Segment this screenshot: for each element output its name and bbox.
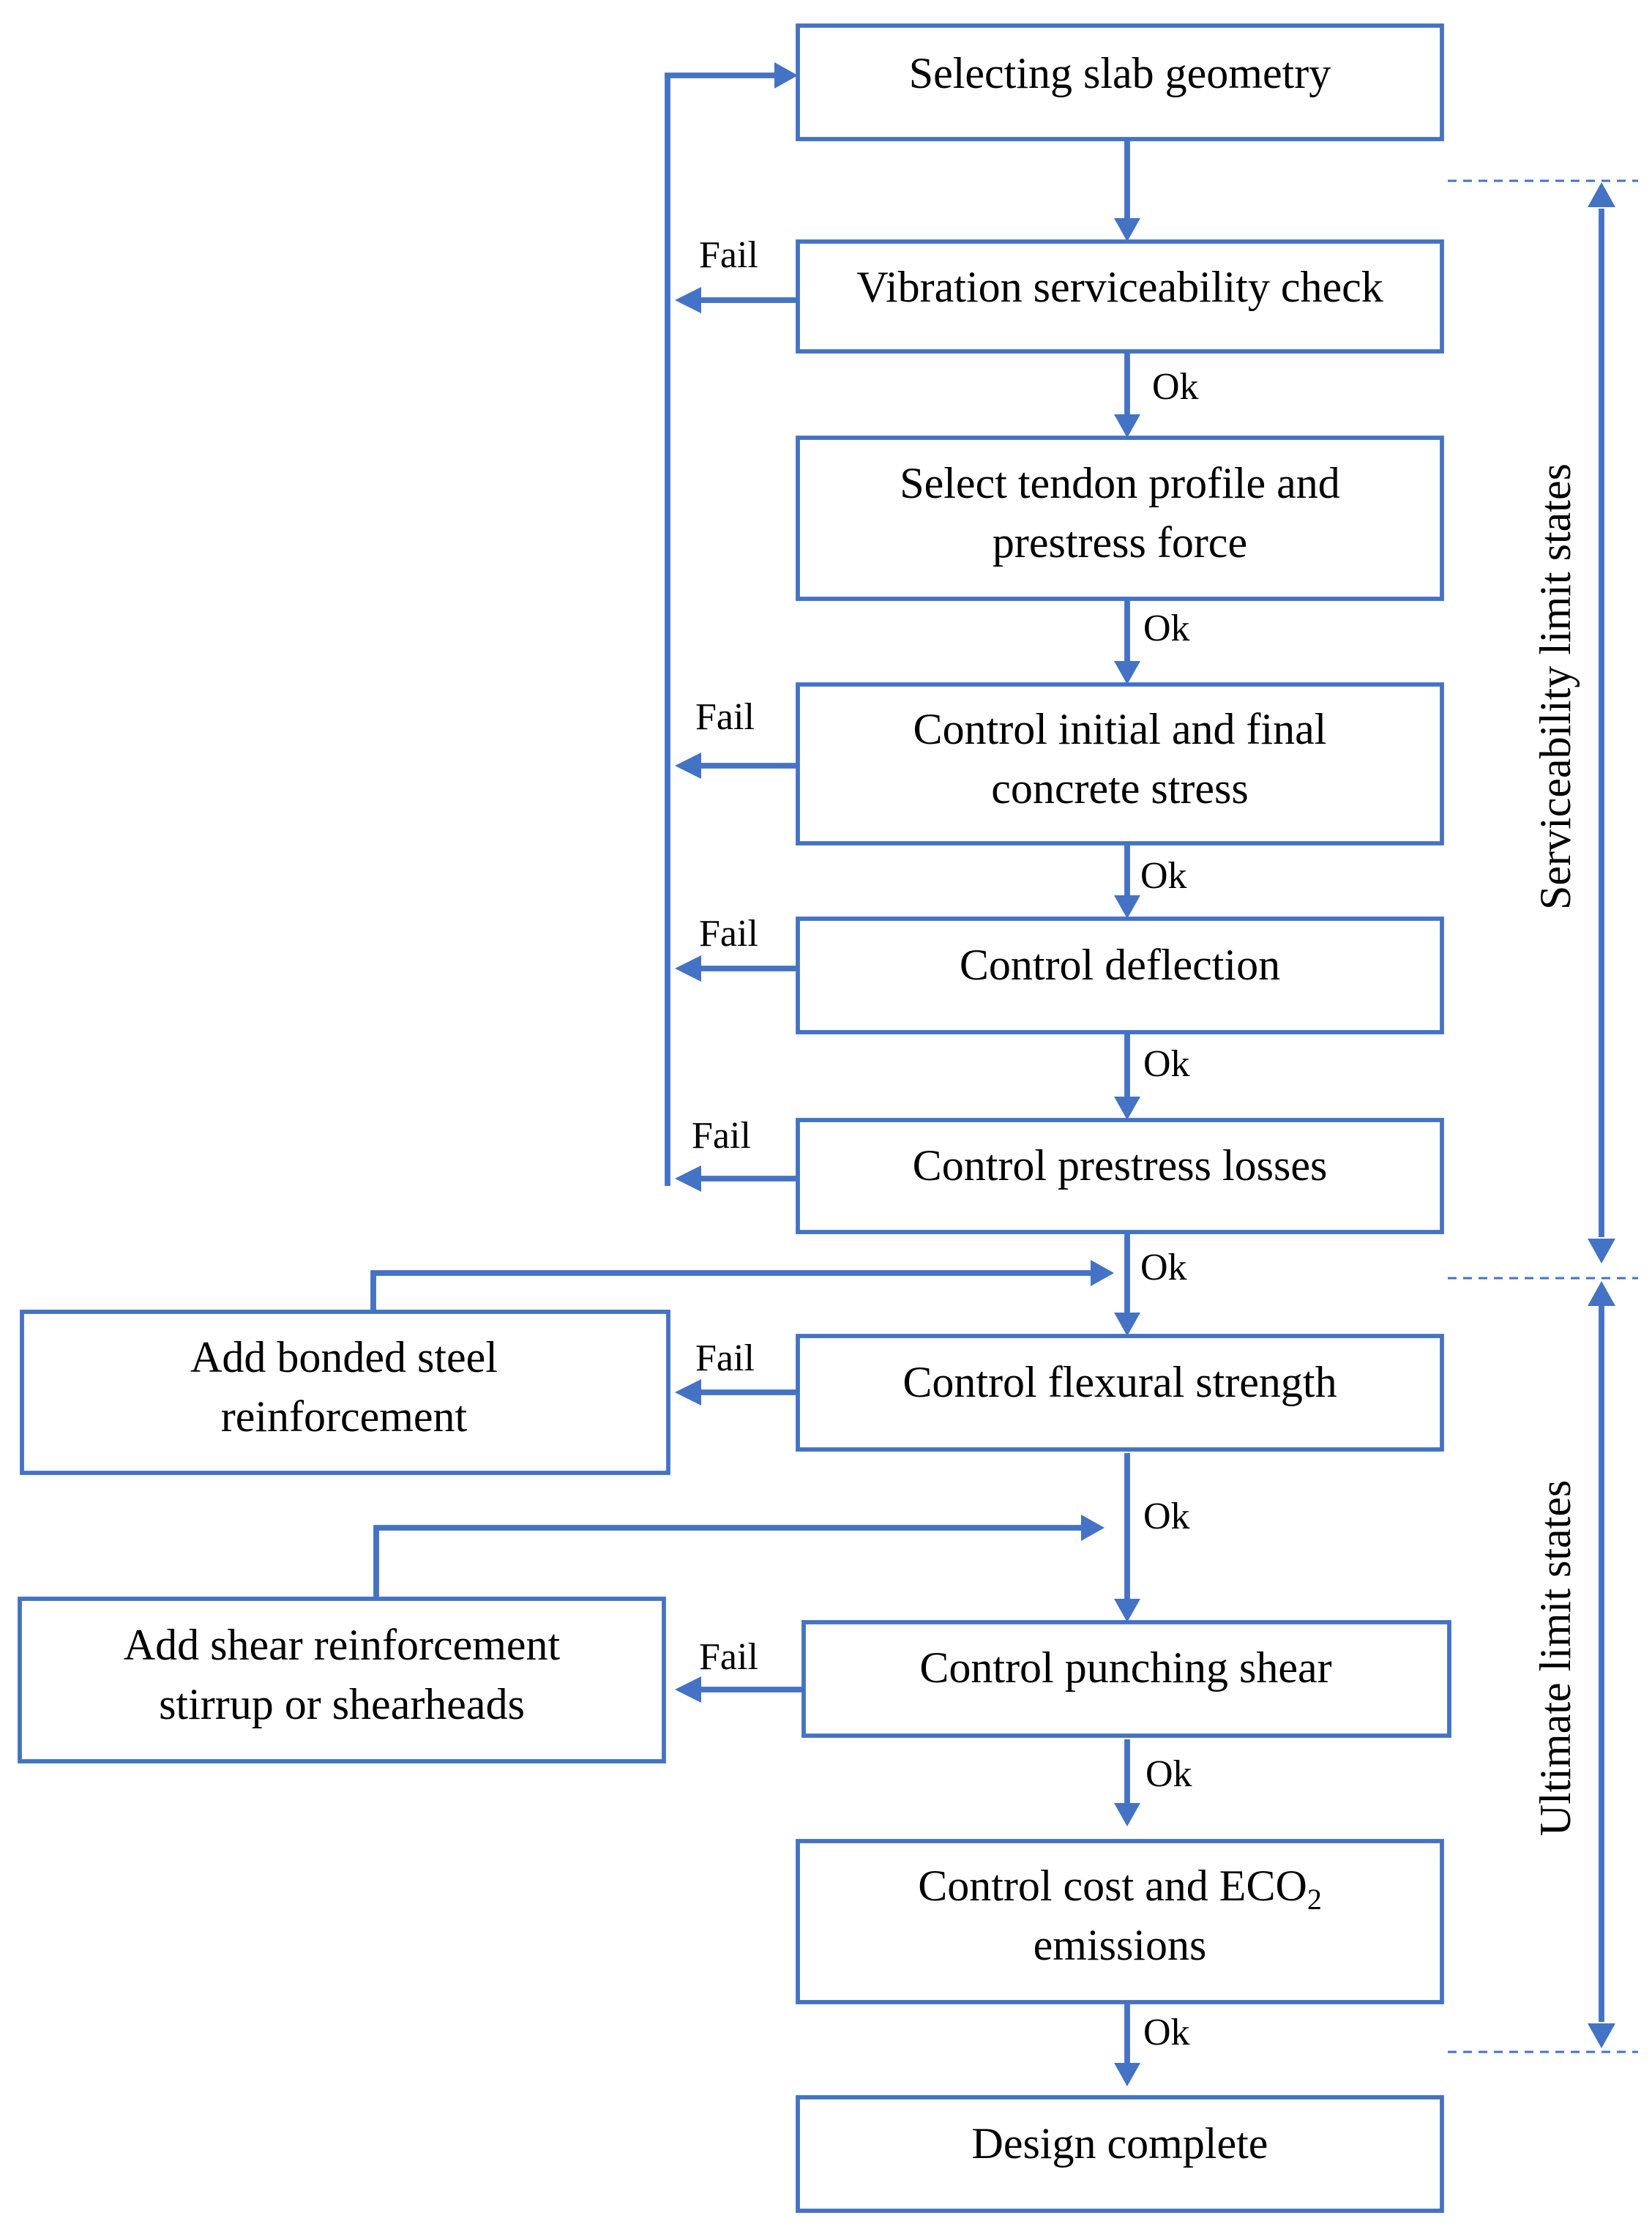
serviceability-limit-states-label: Serviceability limit states	[1531, 463, 1580, 910]
label-control-punching-shear: Control punching shear	[919, 1643, 1331, 1692]
label-cost-line2: emissions	[1034, 1921, 1207, 1969]
arrowhead-left-losses-fail	[675, 1165, 701, 1192]
label-bonded-line1: Add bonded steel	[190, 1333, 498, 1381]
arrowhead-down-losses	[1114, 1097, 1140, 1120]
ok-label-7: Ok	[1145, 1753, 1192, 1795]
ok-label-4: Ok	[1143, 1043, 1190, 1085]
node-vibration-serviceability-check	[796, 239, 1444, 354]
arrowhead-left-stress-fail	[675, 753, 701, 779]
arrowhead-left-punching-fail	[675, 1676, 701, 1703]
arrowhead-down-complete	[1114, 2063, 1140, 2086]
label-design-complete: Design complete	[972, 2119, 1268, 2168]
node-design-complete	[796, 2095, 1444, 2213]
arrowhead-right-shear-return	[1081, 1515, 1105, 1541]
region-labels: Serviceability limit states Ultimate lim…	[1531, 463, 1580, 1836]
arrowhead-ultimate-top	[1588, 1281, 1615, 1306]
node-control-flexural-strength	[796, 1334, 1444, 1452]
ok-label-1: Ok	[1152, 366, 1199, 408]
label-cost-line1: Control cost and ECO2	[918, 1862, 1322, 1916]
ultimate-limit-states-label: Ultimate limit states	[1531, 1480, 1580, 1837]
ok-label-5: Ok	[1140, 1247, 1187, 1288]
arrowhead-down-punching	[1114, 1599, 1140, 1622]
fail-label-stress: Fail	[695, 696, 755, 738]
fail-label-flexural: Fail	[695, 1337, 755, 1379]
connectors	[370, 72, 1638, 2064]
arrowhead-serviceability-top	[1588, 182, 1615, 207]
label-stress-line1: Control initial and final	[913, 705, 1327, 753]
node-control-cost-eco2	[796, 1839, 1444, 2004]
label-tendon-line2: prestress force	[993, 518, 1247, 567]
arrowhead-down-stress	[1114, 661, 1140, 684]
return-bonded-steel	[370, 1270, 1093, 1312]
node-add-shear-reinforcement	[18, 1597, 666, 1763]
arrowhead-serviceability-bottom	[1588, 1239, 1615, 1264]
arrowhead-down-deflection	[1114, 895, 1140, 919]
arrowhead-left-deflection-fail	[675, 955, 701, 982]
label-shear-line2: stirrup or shearheads	[159, 1680, 525, 1728]
label-selecting-slab-geometry: Selecting slab geometry	[909, 49, 1331, 97]
arrowheads	[675, 62, 1615, 2086]
arrowhead-down-tendon	[1114, 414, 1140, 438]
label-stress-line2: concrete stress	[991, 764, 1249, 813]
fail-label-vibration: Fail	[699, 234, 758, 276]
edge-labels: Ok Ok Ok Ok Ok Ok Ok Ok Fail Fail Fail F…	[692, 234, 1199, 2053]
node-control-prestress-losses	[796, 1118, 1444, 1234]
ok-label-6: Ok	[1143, 1496, 1190, 1537]
node-add-bonded-steel	[20, 1310, 670, 1475]
label-vibration-serviceability-check: Vibration serviceability check	[856, 263, 1383, 311]
node-selecting-slab-geometry	[796, 23, 1444, 141]
label-control-flexural-strength: Control flexural strength	[902, 1358, 1337, 1406]
label-bonded-line2: reinforcement	[221, 1392, 468, 1441]
arrowhead-left-flexural-fail	[675, 1379, 701, 1406]
label-tendon-line1: Select tendon profile and	[900, 459, 1339, 507]
label-control-deflection: Control deflection	[960, 941, 1280, 989]
ok-label-3: Ok	[1140, 855, 1187, 897]
fail-label-deflection: Fail	[699, 913, 758, 955]
ok-label-8: Ok	[1143, 2012, 1190, 2053]
arrowhead-ultimate-bottom	[1588, 2023, 1615, 2048]
label-cost-main: Control cost and ECO	[918, 1862, 1307, 1910]
label-control-prestress-losses: Control prestress losses	[913, 1141, 1328, 1190]
node-control-concrete-stress	[796, 682, 1444, 846]
arrowhead-right-bonded-return	[1091, 1260, 1114, 1286]
fail-label-losses: Fail	[692, 1115, 751, 1157]
arrowhead-down-cost	[1114, 1803, 1140, 1826]
node-control-punching-shear	[801, 1620, 1451, 1738]
node-control-deflection	[796, 917, 1444, 1034]
fail-label-punching: Fail	[699, 1636, 758, 1678]
arrowhead-down-vibration	[1114, 218, 1140, 242]
label-cost-subscript: 2	[1307, 1883, 1322, 1916]
boxes	[18, 23, 1451, 2213]
ok-label-2: Ok	[1143, 608, 1190, 649]
arrowhead-right-geometry	[774, 62, 798, 89]
label-shear-line1: Add shear reinforcement	[124, 1621, 561, 1669]
arrowhead-left-vibration-fail	[675, 287, 701, 313]
box-texts: Selecting slab geometry Vibration servic…	[124, 49, 1383, 2168]
return-shear-reinforcement	[373, 1525, 1083, 1599]
arrowhead-down-flexural	[1114, 1313, 1140, 1336]
node-select-tendon-profile	[796, 436, 1444, 601]
